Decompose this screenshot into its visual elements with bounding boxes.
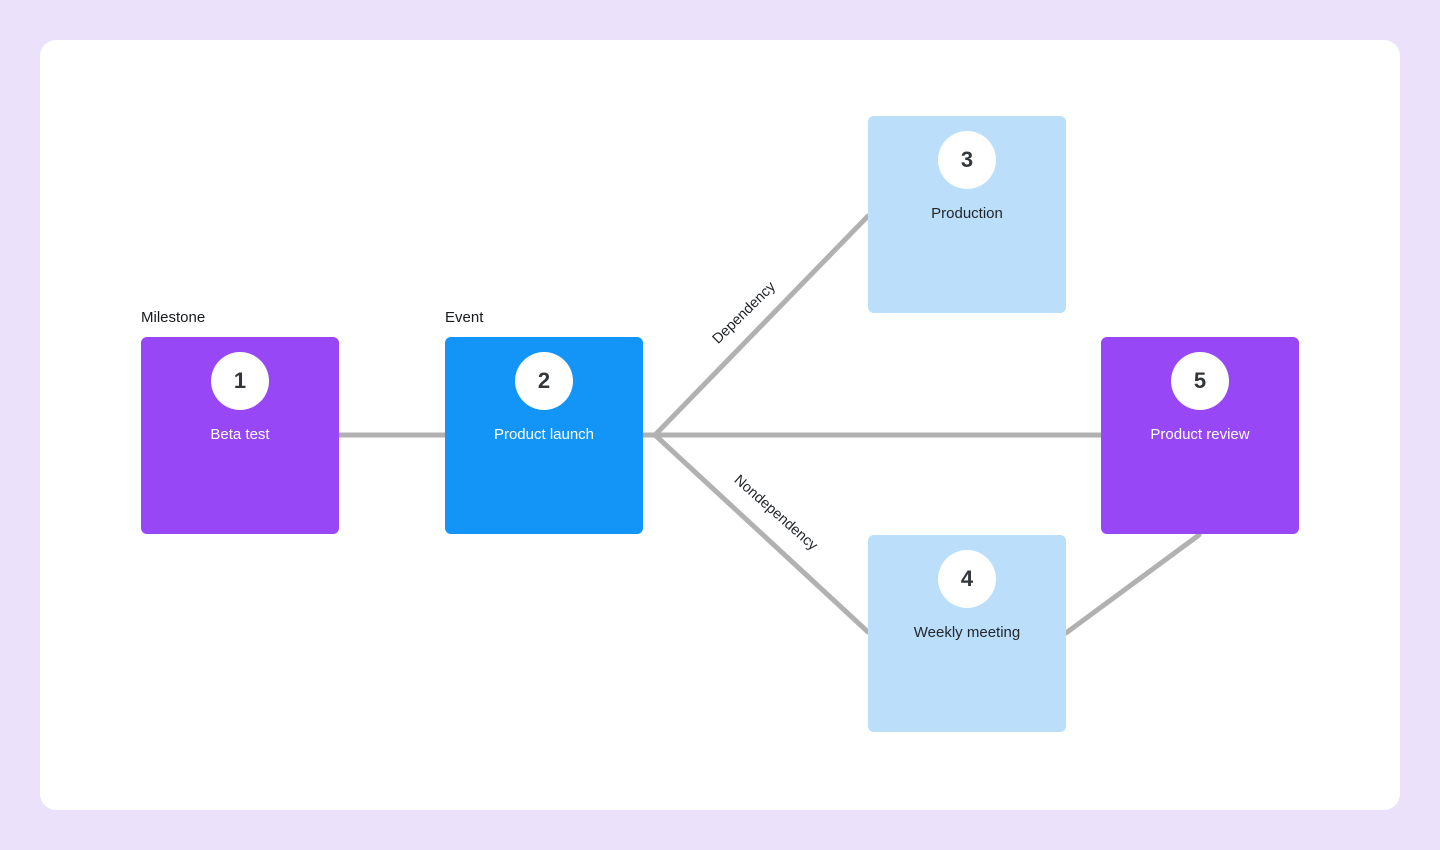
node-label: Production [931,205,1003,222]
node-production[interactable]: 3 Production [868,116,1066,313]
node-number: 2 [537,368,551,393]
node-beta-test[interactable]: 1 Beta test [141,337,339,534]
node-number: 5 [1193,368,1207,393]
node-type-label-event: Event [445,309,484,326]
node-number-badge: 3 [938,131,996,189]
node-number-badge: 1 [211,352,269,410]
node-number-badge: 2 [515,352,573,410]
node-number: 4 [960,566,974,591]
node-label: Beta test [210,426,270,443]
node-weekly-meeting[interactable]: 4 Weekly meeting [868,535,1066,732]
node-label: Product launch [493,426,595,443]
node-number-badge: 5 [1171,352,1229,410]
node-label: Product review [1150,426,1250,443]
node-product-launch[interactable]: 2 Product launch [445,337,643,534]
node-number-badge: 4 [938,550,996,608]
node-type-label-milestone: Milestone [141,309,206,326]
node-product-review[interactable]: 5 Product review [1101,337,1299,534]
node-number: 1 [233,368,247,393]
node-label: Weekly meeting [913,624,1021,641]
node-number: 3 [960,147,974,172]
